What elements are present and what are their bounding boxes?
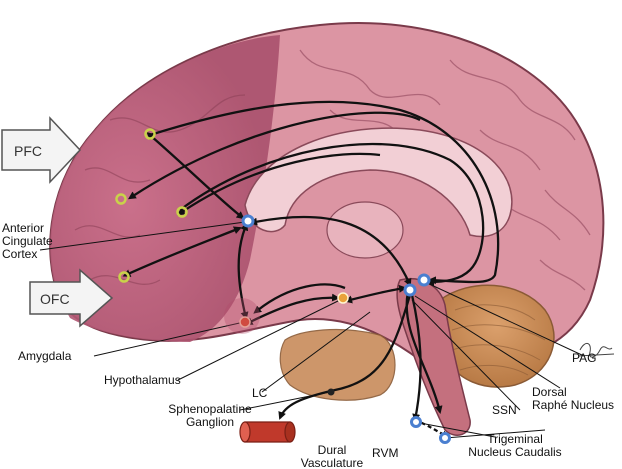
acc-label-line-1: Anterior bbox=[2, 221, 45, 235]
cerebellum-folia bbox=[451, 304, 546, 376]
pfc-block-arrow: PFC bbox=[1, 116, 82, 184]
ofc-block-arrow: OFC bbox=[29, 268, 114, 328]
hypothalamus-node bbox=[337, 292, 349, 304]
ofc-label: OFC bbox=[40, 291, 70, 307]
lc-label: LC bbox=[252, 386, 268, 400]
spg-node bbox=[327, 388, 335, 396]
pfc-node-3 bbox=[176, 206, 188, 218]
ssn-label: SSN bbox=[492, 403, 517, 417]
temporal-base bbox=[279, 328, 396, 401]
acc-label-line-3: Cortex bbox=[2, 247, 38, 261]
pag-node bbox=[417, 273, 431, 287]
spg-label-line-1: Sphenopalatine bbox=[168, 402, 252, 416]
dural-label-line-1: Dural bbox=[317, 443, 347, 457]
tnc-label-line-1: Trigeminal bbox=[487, 432, 543, 446]
amygdala-label: Amygdala bbox=[18, 349, 72, 363]
pfc-label: PFC bbox=[14, 143, 42, 159]
gyri-texture bbox=[74, 49, 591, 291]
corpus-callosum bbox=[244, 127, 513, 238]
pag-label: PAG bbox=[572, 351, 597, 365]
pfc-node-2 bbox=[115, 193, 127, 205]
spg-label-line-2: Ganglion bbox=[185, 415, 235, 429]
spg-label: Sphenopalatine Ganglion bbox=[150, 403, 270, 429]
pfc-node-1 bbox=[144, 128, 156, 140]
acc-label: Anterior Cingulate Cortex bbox=[2, 222, 53, 261]
acc-node bbox=[241, 214, 255, 228]
drn-label: Dorsal Raphé Nucleus bbox=[532, 386, 614, 412]
nodes bbox=[115, 128, 451, 444]
drn-label-line-1: Dorsal bbox=[532, 385, 567, 399]
connection-arrows bbox=[122, 100, 500, 439]
rvm-node bbox=[410, 416, 422, 428]
drn-node bbox=[403, 283, 417, 297]
tnc-label: Trigeminal Nucleus Caudalis bbox=[455, 433, 575, 459]
amygdala-node bbox=[239, 316, 251, 328]
dural-vasculature-vessel bbox=[239, 421, 296, 443]
cerebellum bbox=[439, 284, 555, 388]
dural-label: Dural Vasculature bbox=[292, 444, 372, 469]
tnc-label-line-2: Nucleus Caudalis bbox=[468, 445, 562, 459]
rvm-label: RVM bbox=[372, 446, 399, 460]
ofc-node bbox=[118, 271, 130, 283]
dural-label-line-2: Vasculature bbox=[300, 456, 364, 469]
amygdala-region bbox=[224, 298, 260, 334]
tnc-node bbox=[439, 432, 451, 444]
acc-label-line-2: Cingulate bbox=[2, 234, 53, 248]
brainstem bbox=[396, 278, 471, 436]
drn-label-line-2: Raphé Nucleus bbox=[532, 398, 615, 412]
label-leader-lines bbox=[39, 221, 585, 439]
hypothalamus-label: Hypothalamus bbox=[104, 373, 181, 387]
artist-signature bbox=[577, 343, 615, 358]
